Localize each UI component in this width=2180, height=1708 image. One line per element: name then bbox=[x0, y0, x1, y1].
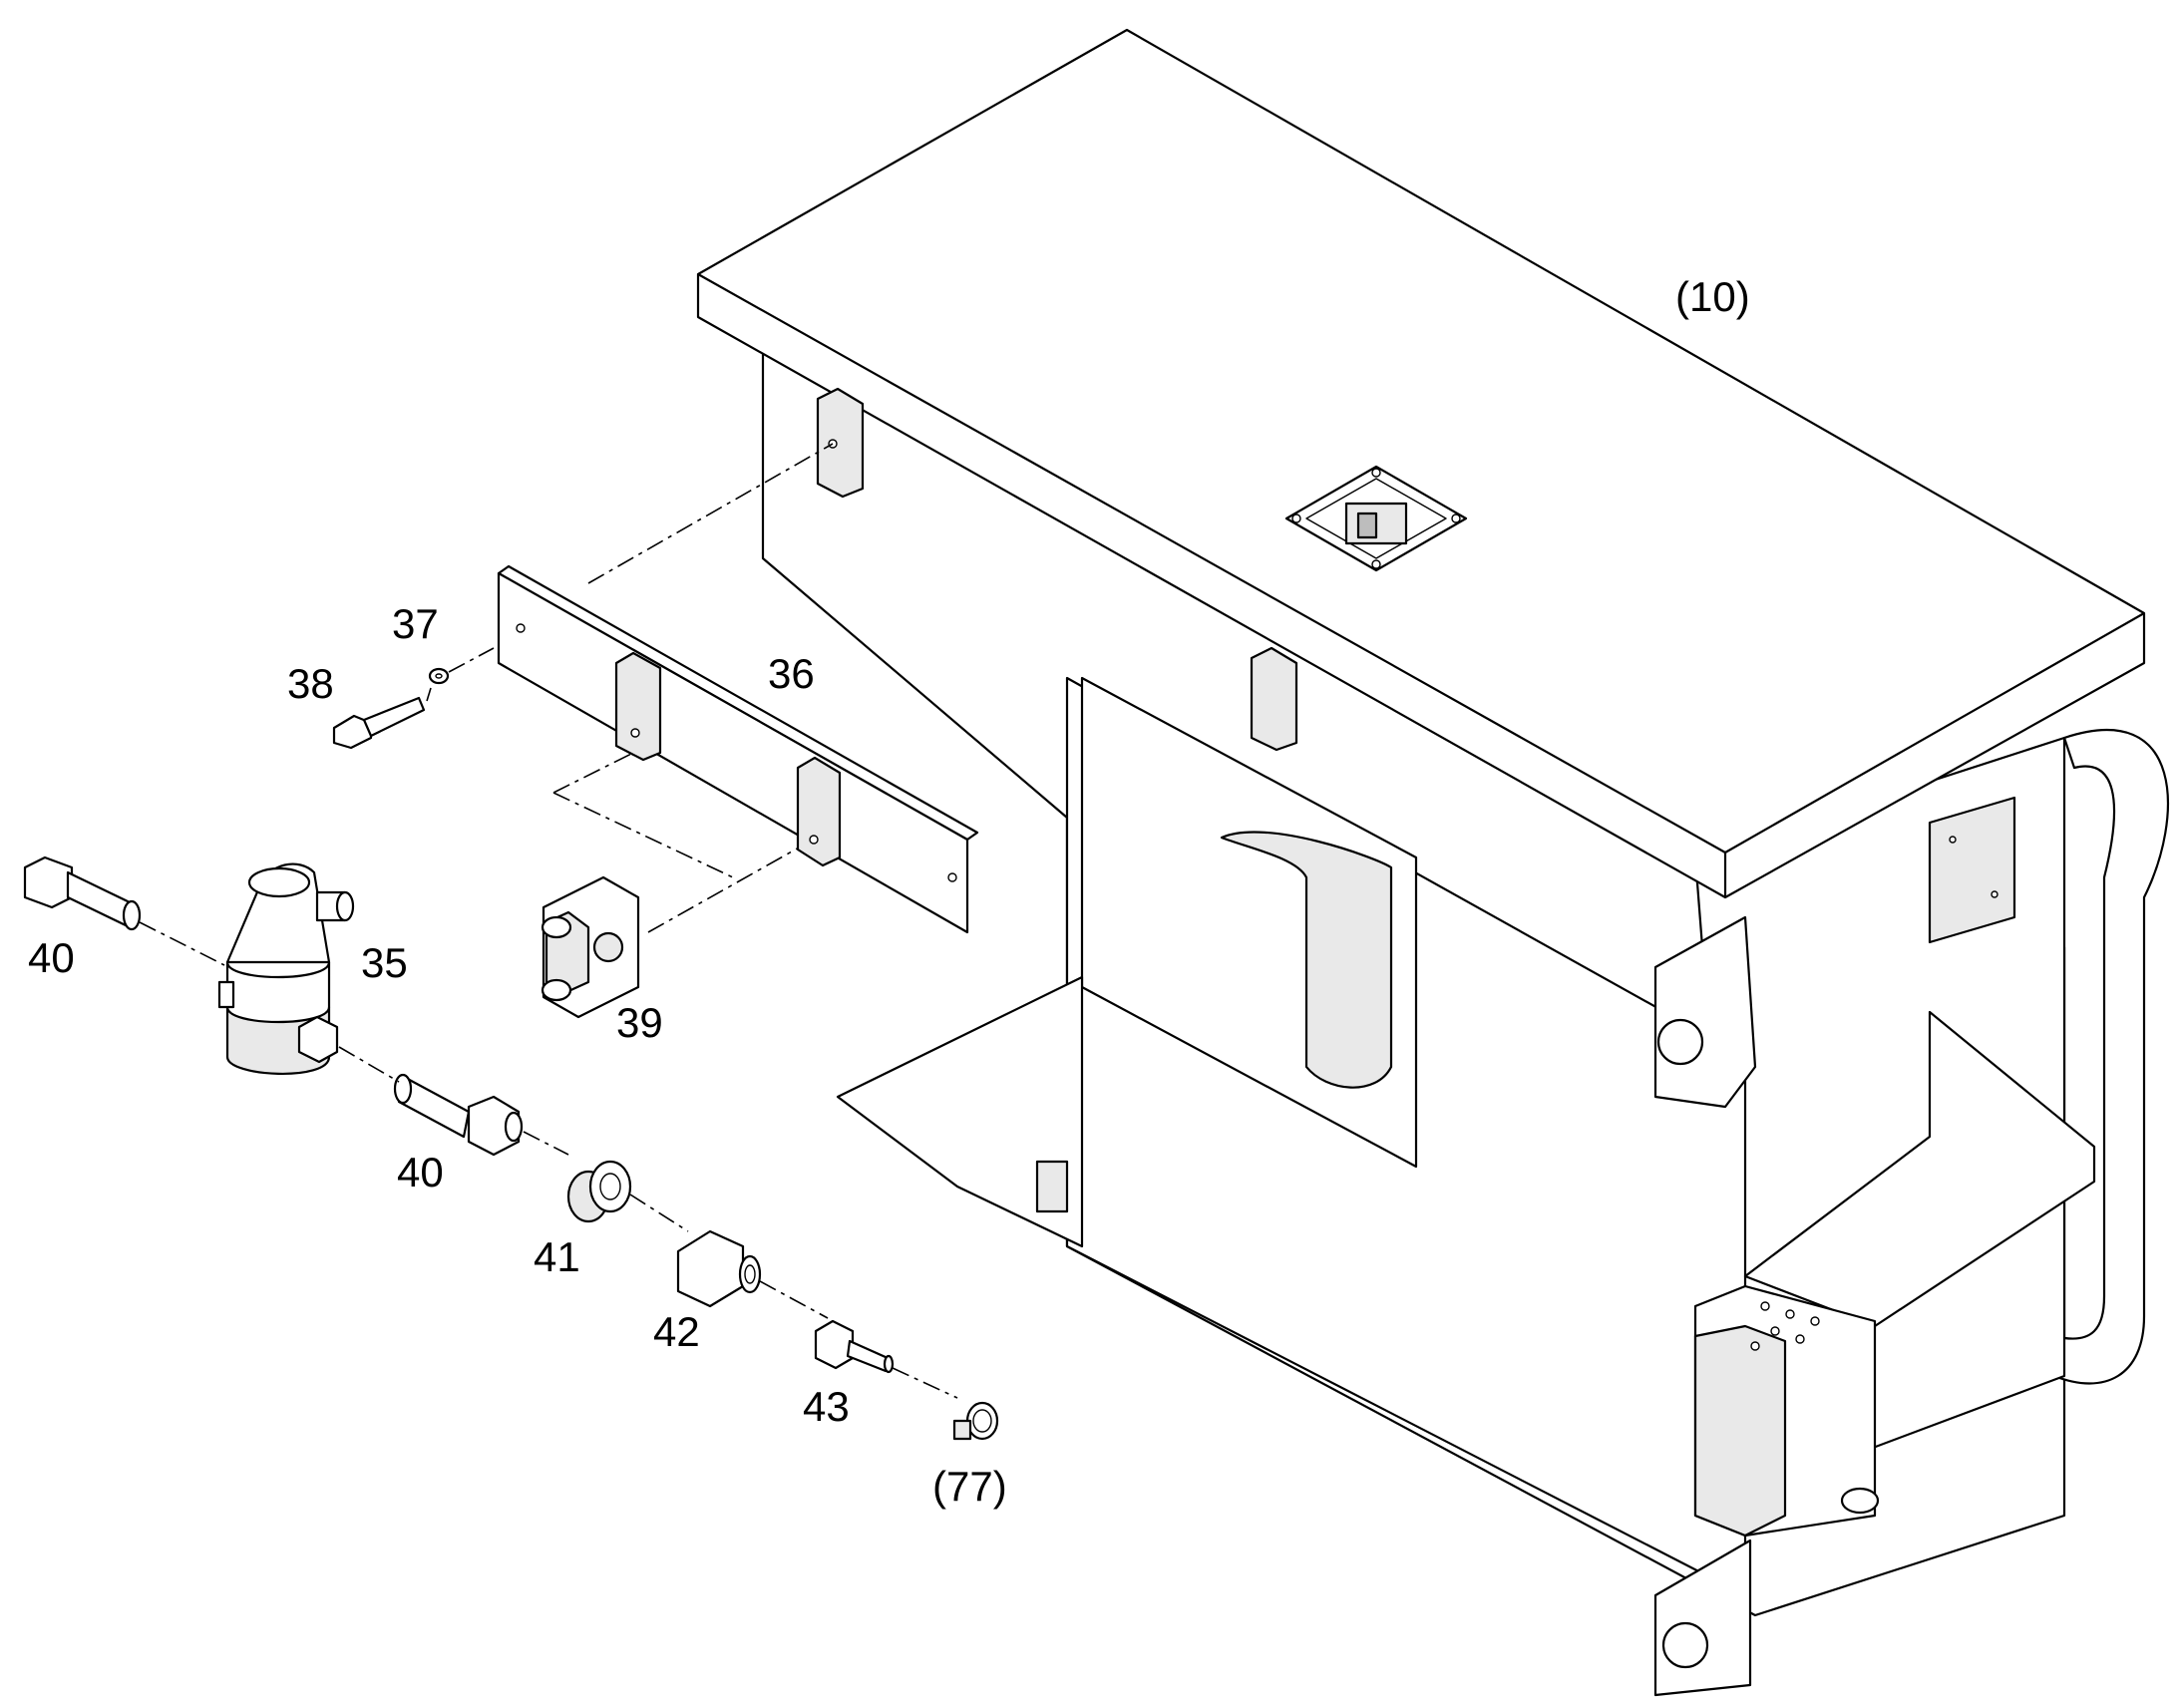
hex-adapter-top bbox=[23, 855, 142, 931]
callout-part-38: 38 bbox=[287, 660, 334, 707]
callout-part-41: 41 bbox=[534, 1233, 580, 1280]
callout-part-40-bottom: 40 bbox=[397, 1149, 444, 1196]
mounting-bar bbox=[497, 564, 979, 934]
pipe bbox=[2052, 729, 2170, 1385]
callout-part-43: 43 bbox=[803, 1383, 850, 1430]
callout-assembly-10: (10) bbox=[1675, 273, 1750, 320]
enclosure-assembly bbox=[696, 28, 2170, 1697]
callout-part-35: 35 bbox=[361, 939, 408, 986]
hose-clamp bbox=[952, 1401, 999, 1441]
fitting bbox=[566, 1160, 632, 1223]
callout-part-39: 39 bbox=[616, 999, 663, 1046]
screw bbox=[332, 696, 426, 750]
callout-part-37: 37 bbox=[392, 600, 439, 647]
enclosure-lid bbox=[696, 28, 2146, 899]
clamp bbox=[541, 875, 640, 1019]
lid-latch bbox=[1284, 465, 1468, 572]
callout-part-77: (77) bbox=[932, 1463, 1007, 1510]
washer bbox=[428, 667, 450, 685]
perforated-bin bbox=[1693, 1284, 1877, 1537]
hose-barb bbox=[814, 1319, 895, 1374]
hex-adapter-bottom bbox=[393, 1073, 524, 1157]
callout-part-40-top: 40 bbox=[28, 934, 75, 981]
hex-nut bbox=[676, 1229, 762, 1308]
callout-part-36: 36 bbox=[768, 650, 815, 697]
filter-head bbox=[217, 862, 355, 1076]
callout-part-42: 42 bbox=[653, 1308, 700, 1355]
